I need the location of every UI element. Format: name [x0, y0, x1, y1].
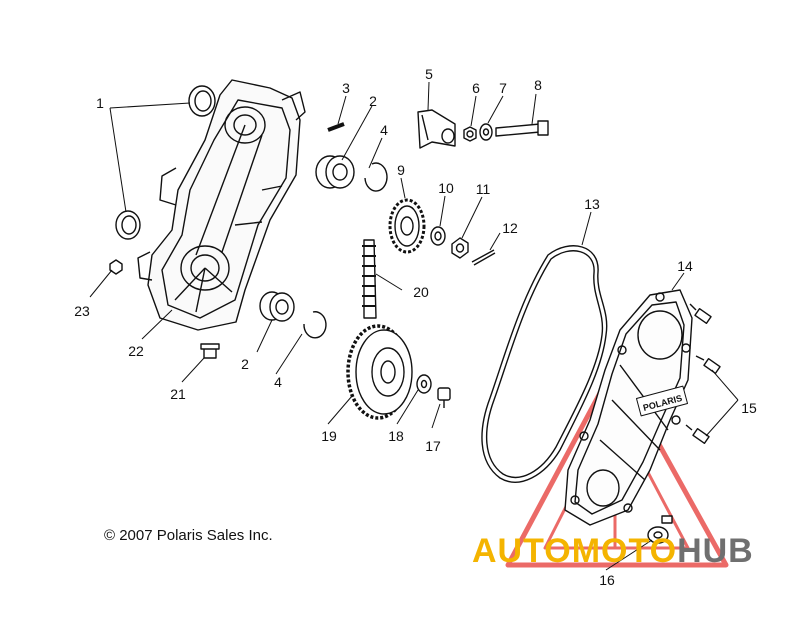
callout-2-lower: 2 [241, 356, 249, 372]
callout-9: 9 [397, 162, 405, 178]
callout-1: 1 [96, 95, 104, 111]
callout-19: 19 [321, 428, 337, 444]
callout-6: 6 [472, 80, 480, 96]
housing-nut [109, 259, 123, 275]
chaincase-housing [137, 79, 306, 331]
callout-20: 20 [413, 284, 429, 300]
gasket [481, 245, 608, 483]
seal-upper [188, 85, 216, 117]
callout-21: 21 [170, 386, 186, 402]
drive-chain [362, 239, 377, 319]
callout-17: 17 [425, 438, 441, 454]
callout-11: 11 [475, 181, 491, 197]
callout-10: 10 [438, 180, 454, 196]
watermark-text-primary: AUTOMOTO [472, 532, 678, 570]
cover-bolt-2 [695, 355, 721, 374]
callout-4-lower: 4 [274, 374, 282, 390]
nut [463, 126, 477, 142]
callout-8: 8 [534, 77, 542, 93]
cotter-pin [471, 249, 496, 266]
callout-7: 7 [499, 80, 507, 96]
drive-sprocket [388, 198, 426, 254]
washer [479, 123, 493, 141]
cover-logo-plate [635, 385, 689, 417]
callout-14: 14 [677, 258, 693, 274]
sprocket-nut [451, 237, 469, 259]
cover-bolt-1 [689, 303, 712, 324]
bolt [495, 120, 549, 137]
spacer-washer [430, 226, 446, 246]
watermark-logo: AUTOMOTOHUB [472, 532, 754, 571]
bearing-lower [259, 291, 295, 322]
callout-22: 22 [128, 343, 144, 359]
snap-ring-upper [364, 162, 388, 192]
leader-lines [89, 81, 739, 571]
pin [327, 122, 345, 132]
sprocket-bolt [437, 387, 451, 408]
cover-bolt-3 [685, 424, 710, 444]
callout-13: 13 [584, 196, 600, 212]
callout-3: 3 [342, 80, 350, 96]
callout-4-upper: 4 [380, 122, 388, 138]
callout-2-upper: 2 [369, 93, 377, 109]
callout-16: 16 [599, 572, 615, 588]
drain-plug [200, 343, 220, 359]
callout-15: 15 [741, 400, 757, 416]
snap-ring-lower [303, 311, 327, 339]
driven-sprocket [346, 324, 413, 420]
watermark-text-secondary: HUB [677, 532, 754, 570]
seal-lower [115, 210, 141, 240]
tensioner [417, 109, 456, 149]
copyright-notice: © 2007 Polaris Sales Inc. [104, 527, 273, 544]
sprocket-washer [416, 374, 432, 394]
callout-5: 5 [425, 66, 433, 82]
chaincase-cover [564, 289, 693, 526]
fill-plug [647, 515, 673, 544]
callout-12: 12 [502, 220, 518, 236]
bearing-upper [315, 155, 355, 189]
callout-18: 18 [388, 428, 404, 444]
callout-23: 23 [74, 303, 90, 319]
